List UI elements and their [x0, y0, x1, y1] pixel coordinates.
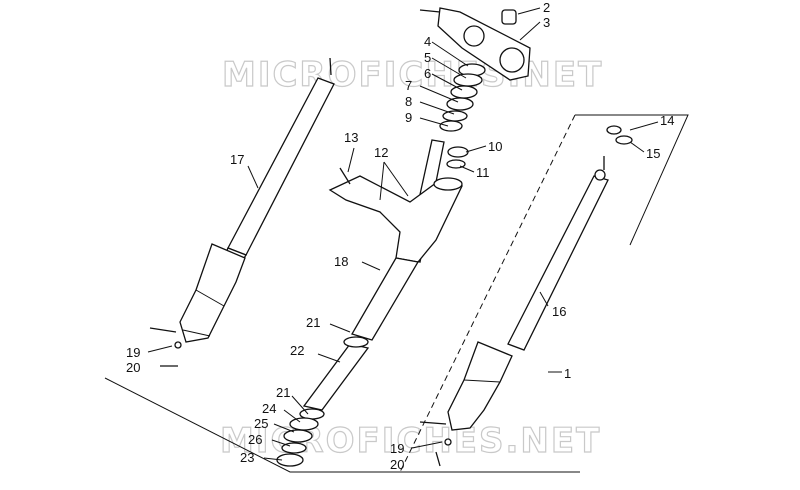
callout-17: 17	[230, 152, 244, 167]
callout-23: 23	[240, 450, 254, 465]
callout-5: 5	[424, 50, 431, 65]
callout-3: 3	[543, 15, 550, 30]
callout-15: 15	[646, 146, 660, 161]
right-fork-leg	[419, 125, 633, 467]
callout-16: 16	[552, 304, 566, 319]
callout-10: 10	[488, 139, 502, 154]
callout-25: 25	[254, 416, 268, 431]
callout-2: 2	[543, 0, 550, 15]
callout-labels: 2 3 4 5 6 7 8 9 10 11 12 13 14 15 16 1 1…	[126, 0, 674, 472]
upper-triple-clamp	[419, 7, 531, 81]
callout-21-upper: 21	[306, 315, 320, 330]
callout-18: 18	[334, 254, 348, 269]
callout-20-right: 20	[390, 457, 404, 472]
callout-20-left: 20	[126, 360, 140, 375]
headset-bearing-stack	[439, 63, 486, 132]
lower-triple-clamp-and-stem	[276, 139, 469, 467]
callout-21-lower: 21	[276, 385, 290, 400]
callout-7: 7	[405, 78, 412, 93]
callout-24: 24	[262, 401, 276, 416]
callout-13: 13	[344, 130, 358, 145]
callout-19-left: 19	[126, 345, 140, 360]
callout-4: 4	[424, 34, 431, 49]
watermark-bottom: MICROFICHES.NET	[220, 421, 601, 461]
callout-26: 26	[248, 432, 262, 447]
callout-1: 1	[564, 366, 571, 381]
callout-6: 6	[424, 66, 431, 81]
callout-11: 11	[476, 165, 490, 180]
callout-12: 12	[374, 145, 388, 160]
callout-9: 9	[405, 110, 412, 125]
assembly-outline	[104, 114, 689, 473]
callout-22: 22	[290, 343, 304, 358]
callout-14: 14	[660, 113, 674, 128]
callout-19-right: 19	[390, 441, 404, 456]
callout-8: 8	[405, 94, 412, 109]
leader-lines	[147, 7, 659, 461]
left-fork-leg	[149, 57, 335, 367]
watermark-top: MICROFICHES.NET	[222, 55, 603, 95]
